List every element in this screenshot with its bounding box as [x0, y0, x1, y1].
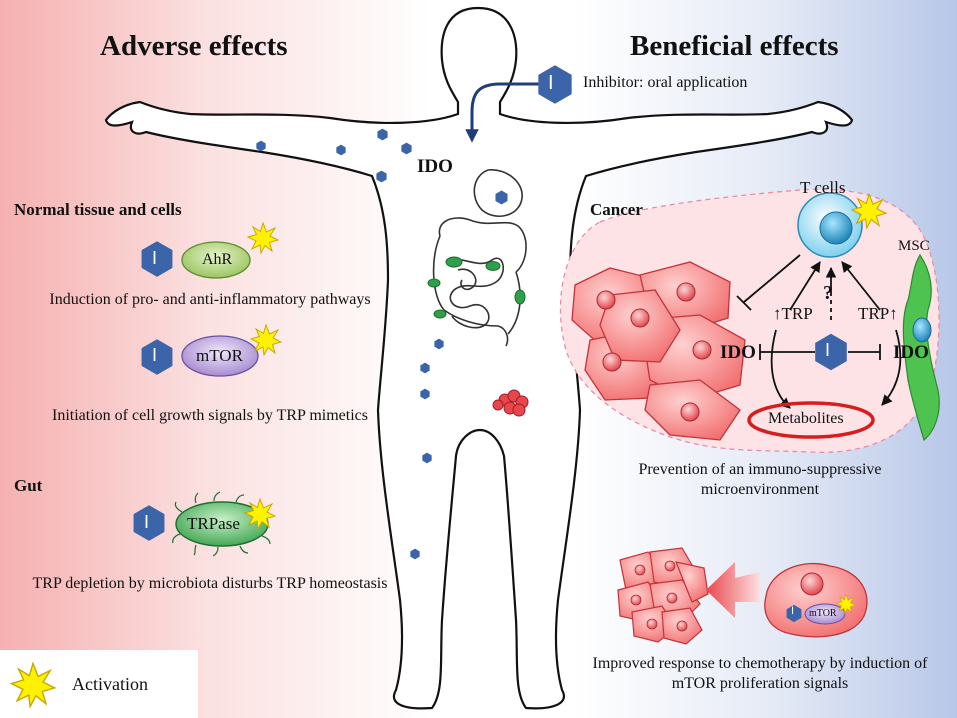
cancer-inhibitor-letter: I [825, 340, 831, 360]
trp-right-label: TRP↑ [858, 304, 898, 323]
legend-box: Activation [0, 650, 198, 718]
ahr-caption: Induction of pro- and anti-inflammatory … [49, 291, 371, 308]
mtor-inhibitor-letter: I [152, 345, 158, 365]
t-cells-label: T cells [800, 178, 846, 197]
legend-activation-label: Activation [72, 674, 148, 694]
trpase-caption: TRP depletion by microbiota disturbs TRP… [32, 575, 388, 592]
section-cancer: Cancer [590, 200, 643, 219]
section-normal-tissue: Normal tissue and cells [14, 200, 182, 219]
chemo-big-arrow [706, 562, 760, 618]
mtor-caption: Initiation of cell growth signals by TRP… [52, 407, 368, 424]
ahr-receptor-shape [181, 241, 251, 279]
t-cell [797, 192, 863, 258]
body-ido-label: IDO [417, 156, 453, 177]
mtor-activation-star [250, 324, 282, 356]
msc-cell [902, 253, 940, 442]
chemo-tumor-cluster [617, 547, 709, 645]
pathway-arrows [736, 254, 902, 409]
inhibitor-note: Inhibitor: oral application [583, 74, 748, 91]
body-tumor [492, 389, 529, 417]
legend-activation-star-icon [10, 662, 56, 708]
metabolites-label: Metabolites [768, 410, 844, 427]
ido-left-label: IDO [720, 342, 756, 363]
beneficial-effects-title: Beneficial effects [630, 30, 839, 62]
chemo-inhibitor-letter: I [791, 605, 795, 617]
trpase-inhibitor-letter: I [144, 512, 150, 532]
mtor-label: mTOR [196, 346, 243, 365]
chemo-mtor-label: mTOR [809, 608, 837, 619]
ahr-label: AhR [202, 251, 233, 268]
ahr-inhibitor-letter: I [152, 248, 158, 268]
chemo-tumor-nuclei [630, 560, 688, 632]
mtor-shape [181, 335, 259, 377]
chemo-caption: Improved response to chemotherapy by ind… [592, 655, 928, 692]
inhibitor-oral-letter: I [548, 72, 554, 94]
trpase-label: TRPase [187, 514, 240, 533]
trp-left-label: ↑TRP [773, 304, 813, 323]
section-gut: Gut [14, 476, 43, 495]
msc-label: MSC [898, 238, 930, 254]
ido-right-label: IDO [893, 342, 929, 363]
adverse-effects-title: Adverse effects [100, 30, 288, 62]
question-mark: ? [823, 282, 833, 304]
ahr-activation-star [247, 222, 279, 254]
gut-bacteria [427, 256, 526, 319]
oral-application-arrow [465, 82, 540, 143]
tumor-nuclei [596, 282, 712, 422]
body-silhouette [104, 6, 854, 710]
inhibitor-oral-hexagon [538, 65, 572, 104]
metabolites-ring [747, 401, 875, 439]
trpase-activation-star [244, 498, 276, 530]
cancer-caption: Prevention of an immuno-suppressive micr… [638, 461, 882, 498]
